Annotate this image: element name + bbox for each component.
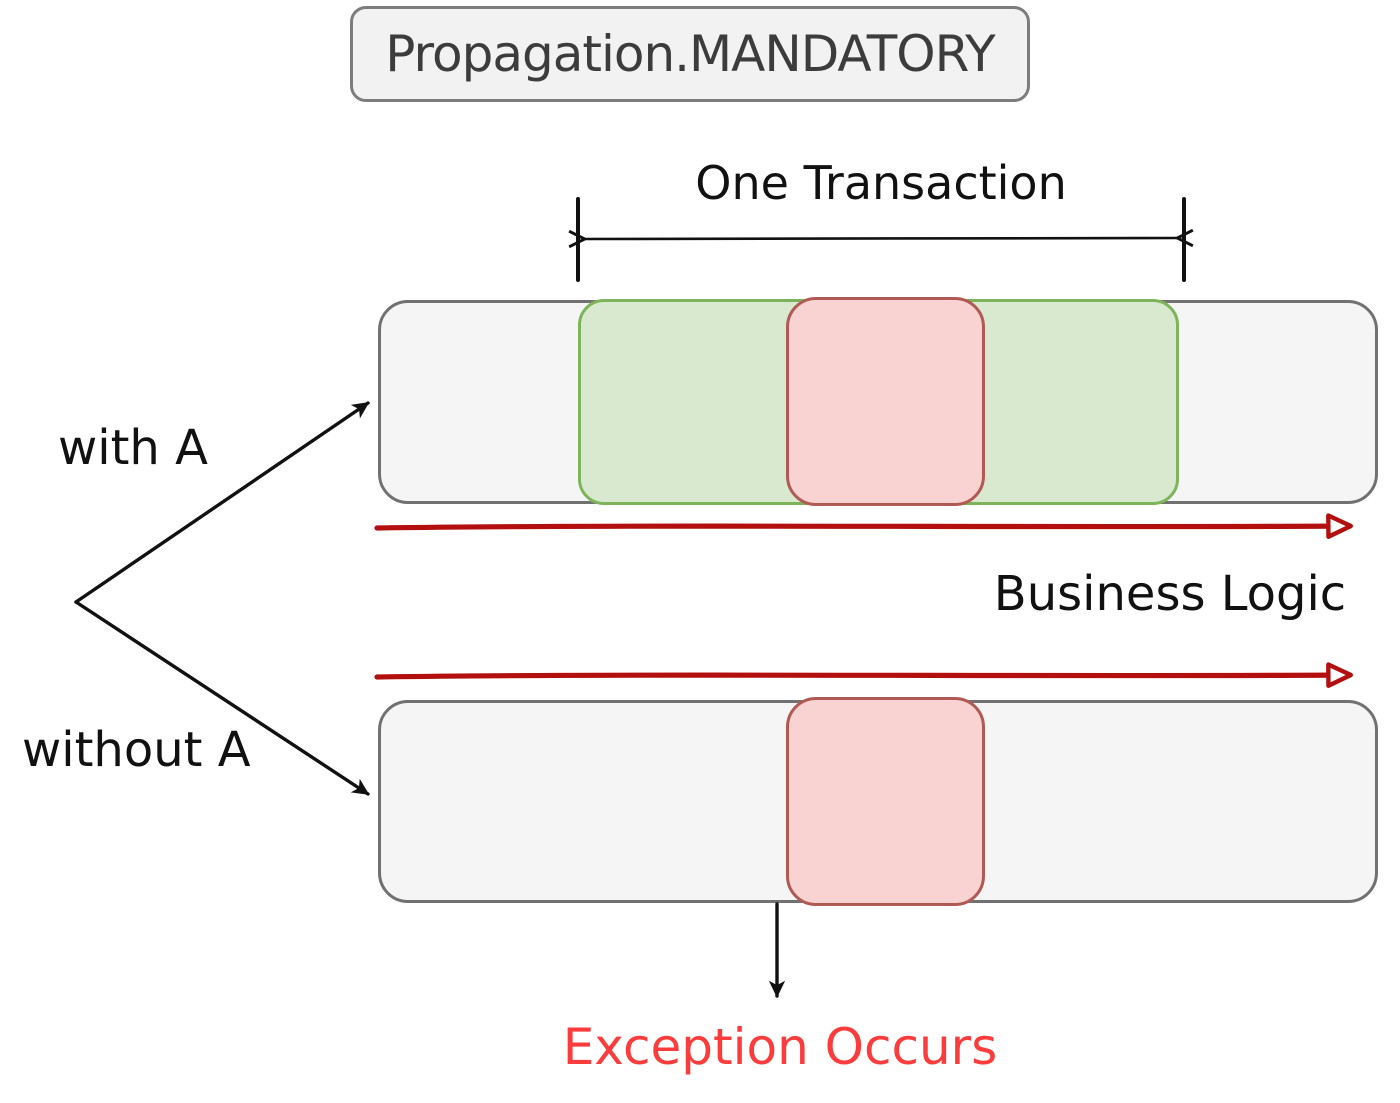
without-a-label: without A bbox=[22, 722, 251, 778]
business-logic-arrow-top bbox=[374, 513, 1354, 539]
title-label: Propagation.MANDATORY bbox=[385, 25, 995, 83]
one-transaction-label: One Transaction bbox=[695, 156, 1067, 210]
one-transaction-span-arrow bbox=[578, 197, 1184, 282]
title-box: Propagation.MANDATORY bbox=[350, 6, 1030, 102]
mandatory-method-scope-joined bbox=[786, 297, 985, 506]
with-a-label: with A bbox=[58, 420, 208, 476]
mandatory-method-scope-failing bbox=[786, 697, 985, 906]
business-logic-label: Business Logic bbox=[993, 566, 1347, 622]
business-logic-arrow-bottom bbox=[374, 662, 1354, 688]
exception-occurs-label: Exception Occurs bbox=[562, 1018, 998, 1076]
